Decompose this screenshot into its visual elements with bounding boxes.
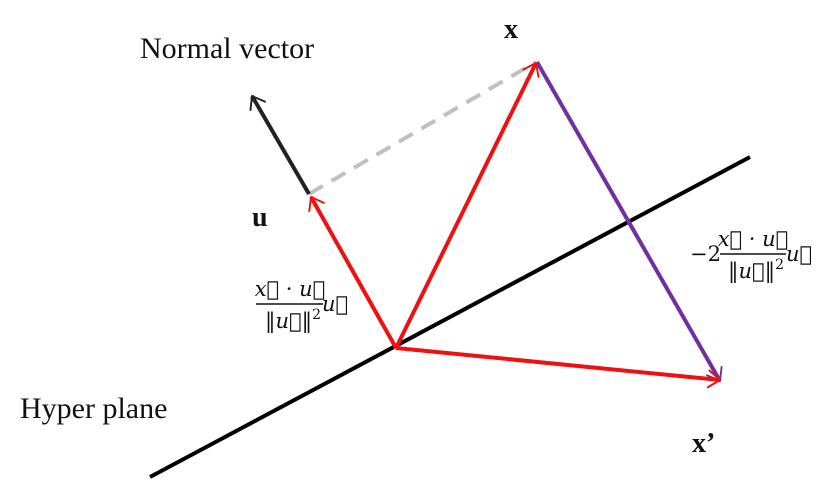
projection-formula: x⃗ · u⃗ ‖u⃗‖2 u⃗ [255,277,348,334]
projection-denominator: ‖u⃗‖2 [265,307,321,334]
vector-x-arrow [394,62,540,349]
x-prime-label: x’ [692,428,715,459]
hyper-plane-line [149,155,751,479]
normal-vector-arrow [249,94,311,196]
reflection-exponent: 2 [775,257,784,273]
reflection-formula: −2 x⃗ · u⃗ ‖u⃗‖2 u⃗ [690,227,812,284]
projection-trailing: u⃗ [322,292,348,316]
projection-dashed-line [307,60,538,196]
reflection-denominator: ‖u⃗‖2 [728,257,784,284]
hyper-plane-label: Hyper plane [20,392,167,425]
reflection-numerator: x⃗ · u⃗ [718,227,789,251]
projection-numerator: x⃗ · u⃗ [255,277,326,301]
projection-exponent: 2 [312,307,321,323]
reflection-trailing: u⃗ [786,242,812,266]
reflection-offset-arrow [535,61,723,382]
normal-vector-label: Normal vector [140,32,314,65]
u-label: u [252,202,268,233]
vector-x-prime-arrow [395,346,721,389]
projection-arrow [308,196,398,349]
x-label: x [504,14,518,45]
reflection-prefix: −2 [690,242,721,266]
